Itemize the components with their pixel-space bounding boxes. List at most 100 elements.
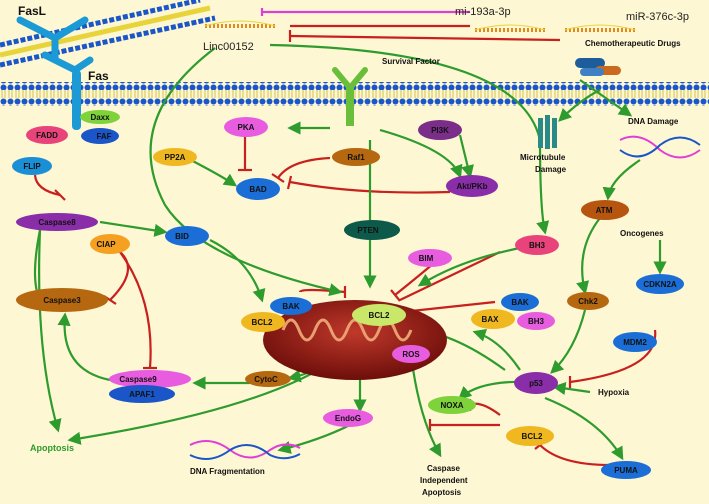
node-puma (601, 461, 651, 479)
label-dna-damage: DNA Damage (628, 117, 679, 126)
label-p53: p53 (529, 379, 543, 388)
label-mdm2: MDM2 (623, 338, 647, 347)
label-bim: BIM (419, 254, 434, 263)
node-faf (81, 128, 119, 144)
rna-strands (204, 20, 636, 32)
label-fas: Fas (88, 69, 109, 83)
drug-capsules-icon (575, 58, 621, 76)
upper-membrane (0, 0, 216, 68)
label-fadd: FADD (36, 131, 58, 140)
label-atm: ATM (596, 206, 613, 215)
label-puma: PUMA (614, 466, 638, 475)
label-bid: BID (175, 232, 189, 241)
label-caspase: Caspase (427, 464, 460, 473)
node-endog (323, 409, 373, 427)
node-ros (392, 345, 430, 363)
node-pp2a (153, 148, 197, 166)
node-raf1 (332, 148, 380, 166)
node-atm (581, 200, 629, 220)
label-hypoxia: Hypoxia (598, 388, 630, 397)
diagram-labels: FasL Fas mi-193a-3p miR-376c-3p Linc0015… (18, 4, 689, 497)
nodes (12, 110, 684, 479)
node-bcl2-mito (352, 304, 406, 326)
label-bak-left: BAK (282, 302, 300, 311)
node-pi3k (418, 120, 462, 140)
label-apaf1: APAF1 (129, 390, 155, 399)
label-flip: FLIP (23, 162, 41, 171)
label-oncogenes: Oncogenes (620, 229, 664, 238)
survival-factor-receptor (332, 67, 368, 126)
label-bax: BAX (482, 315, 500, 324)
label-faf: FAF (96, 132, 111, 141)
microtubule-icon (538, 115, 557, 149)
node-caspase9 (109, 370, 191, 388)
label-cytoc: CytoC (254, 375, 278, 384)
label-mir376: miR-376c-3p (626, 11, 689, 23)
label-akt: Akt/PKb (456, 182, 487, 191)
node-bax (471, 309, 515, 329)
node-mdm2 (613, 332, 657, 352)
node-daxx (80, 110, 120, 124)
node-bak-left (270, 297, 312, 315)
label-damage: Damage (535, 165, 567, 174)
label-bcl2-mito: BCL2 (369, 311, 390, 320)
label-pka: PKA (238, 123, 255, 132)
label-bcl2-bottom: BCL2 (522, 432, 543, 441)
node-bh3-top (515, 235, 559, 255)
node-apaf1 (109, 385, 175, 403)
label-caspase-independent-apoptosis: Apoptosis (422, 488, 462, 497)
node-bh3-right (517, 312, 555, 330)
label-bh3-right: BH3 (528, 317, 545, 326)
label-fasl: FasL (18, 4, 46, 18)
node-flip (12, 157, 52, 175)
node-ciap (90, 234, 130, 254)
label-caspase3: Caspase3 (43, 296, 81, 305)
label-apoptosis: Apoptosis (30, 443, 74, 453)
label-mir193: mi-193a-3p (455, 6, 511, 18)
label-chk2: Chk2 (578, 297, 598, 306)
node-bcl2-bottom (506, 426, 554, 446)
label-microtubule: Microtubule (520, 153, 566, 162)
label-survival-factor: Survival Factor (382, 57, 440, 66)
label-raf1: Raf1 (347, 153, 365, 162)
fas-receptor (16, 16, 94, 130)
node-bim (408, 249, 452, 267)
node-fadd (26, 126, 68, 144)
node-bid (165, 226, 209, 246)
label-caspase9: Caspase9 (119, 375, 157, 384)
label-linc00152: Linc00152 (203, 41, 254, 53)
label-endog: EndoG (335, 414, 361, 423)
label-pp2a: PP2A (165, 153, 186, 162)
label-independent: Independent (420, 476, 468, 485)
label-ros: ROS (402, 350, 420, 359)
node-caspase3 (16, 288, 108, 312)
label-bcl2-left: BCL2 (252, 318, 273, 327)
label-caspase8: Caspase8 (38, 218, 76, 227)
node-cytoc (245, 371, 291, 387)
dna-fragment-icon (189, 440, 301, 460)
label-chemotherapeutic-drugs: Chemotherapeutic Drugs (585, 39, 681, 48)
label-cdkn2a: CDKN2A (643, 280, 677, 289)
node-chk2 (567, 292, 609, 310)
label-bad: BAD (249, 185, 267, 194)
node-cdkn2a (636, 274, 684, 294)
label-bh3-top: BH3 (529, 241, 546, 250)
node-labels: FADD Daxx FAF FLIP PKA PI3K PP2A Raf1 BA… (23, 113, 677, 475)
label-ciap: CIAP (96, 240, 116, 249)
label-pi3k: PI3K (431, 126, 449, 135)
label-pten: PTEN (357, 226, 379, 235)
dna-helix-icon (619, 135, 701, 159)
node-p53 (514, 372, 558, 394)
node-bad (236, 178, 280, 200)
node-caspase8 (16, 213, 98, 231)
label-dna-fragmentation: DNA Fragmentation (190, 467, 265, 476)
label-daxx: Daxx (90, 113, 110, 122)
label-bak-right: BAK (511, 298, 529, 307)
label-noxa: NOXA (440, 401, 463, 410)
node-bak-right (501, 293, 539, 311)
node-pka (224, 117, 268, 137)
node-bcl2-left (241, 312, 285, 332)
node-akt (446, 175, 498, 197)
node-noxa (428, 396, 476, 414)
